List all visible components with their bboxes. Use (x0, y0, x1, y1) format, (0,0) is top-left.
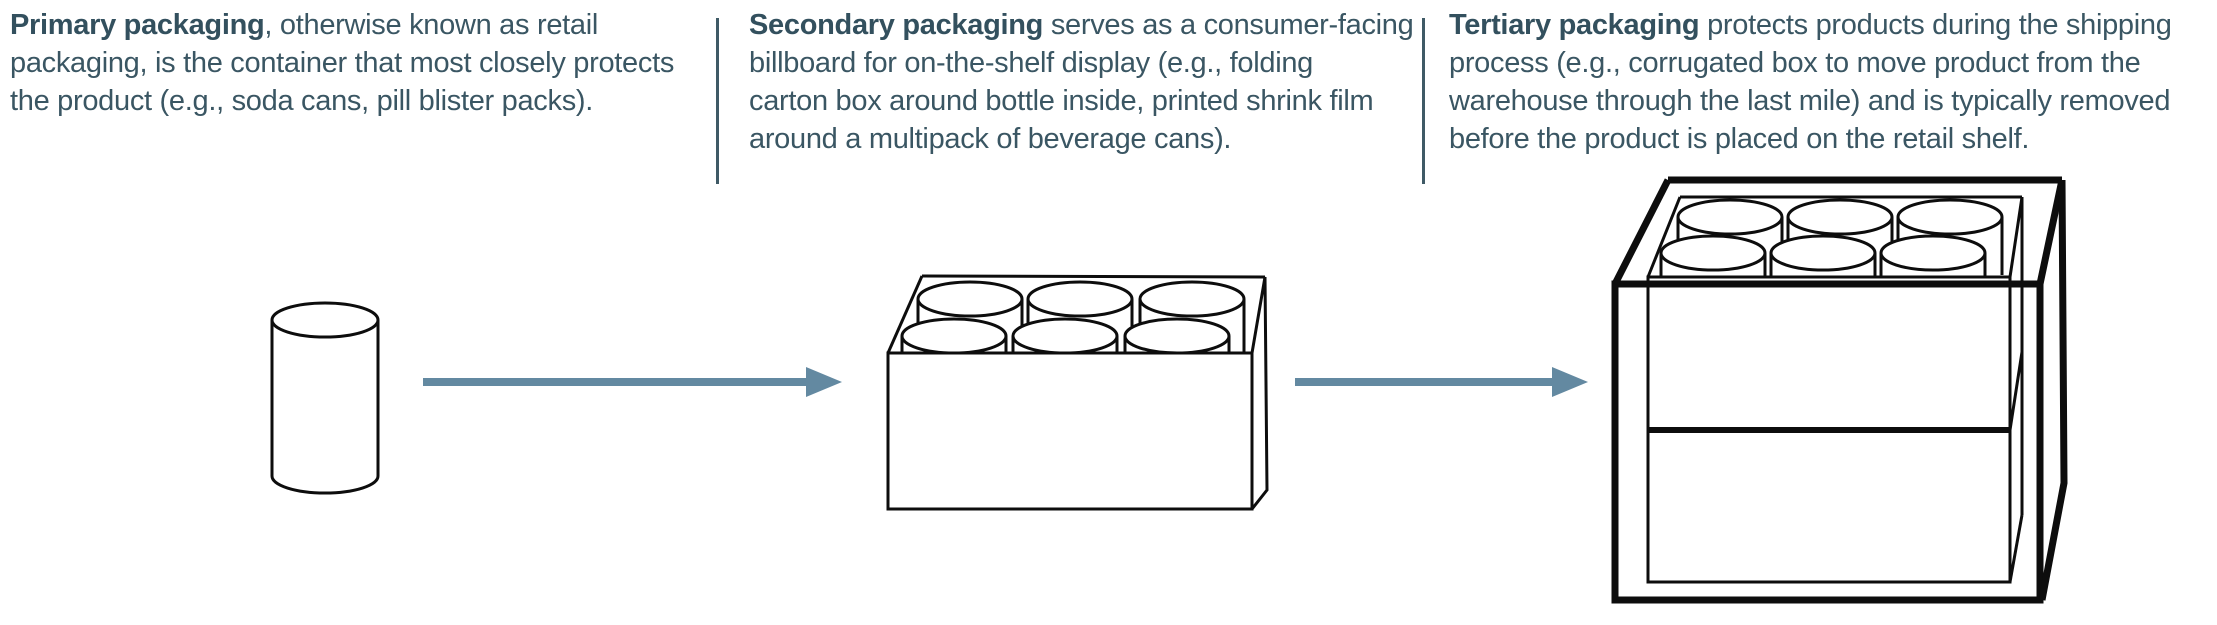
text-line: billboard for on-the-shelf display (e.g.… (749, 47, 1314, 79)
text-line: Primary packaging, otherwise known as re… (10, 6, 710, 44)
text-line: process (e.g., corrugated box to move pr… (1449, 47, 2141, 79)
tertiary-packaging-definition: Tertiary packaging protects products dur… (1449, 6, 2215, 158)
flow-arrow-icon (423, 367, 842, 397)
text-line: Secondary packaging serves as a consumer… (749, 6, 1419, 44)
text-span: serves as a consumer-facing (1043, 9, 1414, 41)
text-line: around a multipack of beverage cans). (749, 123, 1232, 155)
text-line: before the product is placed on the reta… (1449, 123, 2030, 155)
six-pack-box-illustration (886, 274, 1269, 511)
secondary-packaging-definition: Secondary packaging serves as a consumer… (749, 6, 1419, 158)
text-line: Tertiary packaging protects products dur… (1449, 6, 2215, 44)
primary-packaging-definition: Primary packaging, otherwise known as re… (10, 6, 710, 120)
flow-arrow-icon (1295, 367, 1588, 397)
shipping-box-illustration (1611, 176, 2068, 604)
text-line: packaging, is the container that most cl… (10, 47, 675, 79)
tertiary-packaging-term: Tertiary packaging (1449, 9, 1700, 41)
text-span: , otherwise known as retail (264, 9, 599, 41)
text-line: the product (e.g., soda cans, pill blist… (10, 85, 594, 117)
can-illustration (270, 301, 380, 495)
column-divider (1422, 18, 1425, 184)
secondary-packaging-term: Secondary packaging (749, 9, 1044, 41)
text-line: carton box around bottle inside, printed… (749, 85, 1374, 117)
text-span: protects products during the shipping (1699, 9, 2172, 41)
primary-packaging-term: Primary packaging (10, 9, 265, 41)
column-divider (716, 18, 719, 184)
text-line: warehouse through the last mile) and is … (1449, 85, 2171, 117)
